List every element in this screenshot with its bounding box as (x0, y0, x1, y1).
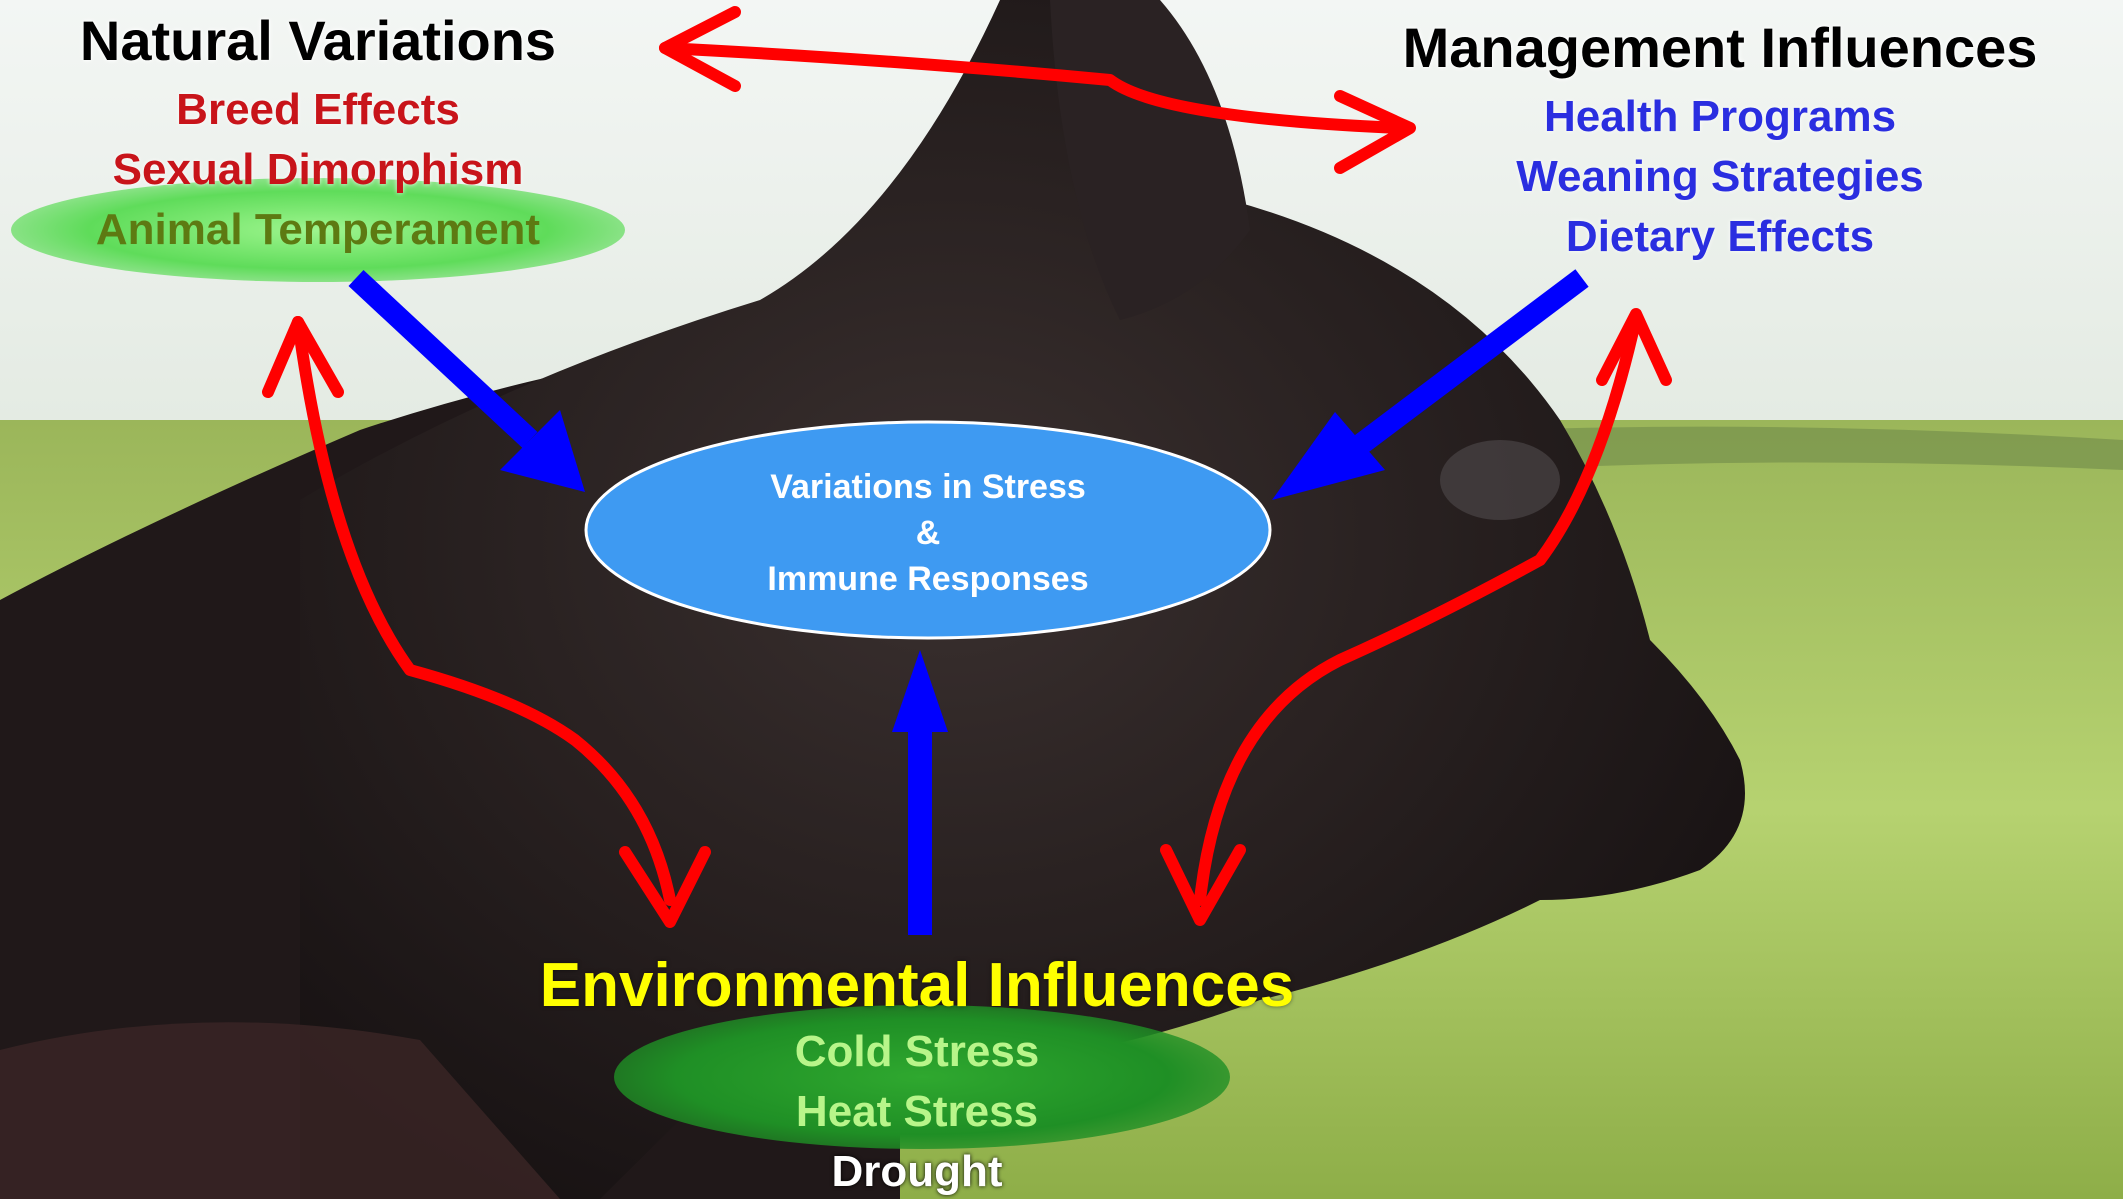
stress-highlight (614, 1005, 1230, 1149)
management-item-dietary: Dietary Effects (1565, 212, 1875, 261)
arrowhead-environmental-down (619, 846, 711, 928)
arrowhead-management-up (1596, 308, 1672, 386)
management-item-weaning: Weaning Strategies (1516, 152, 1924, 201)
arrowhead-natural-up (262, 316, 344, 398)
environmental-item-heat: Heat Stress (795, 1087, 1039, 1136)
center-ellipse (584, 420, 1272, 640)
management-item-health: Health Programs (1543, 92, 1897, 141)
natural-item-temperament: Animal Temperament (95, 205, 541, 254)
arrowhead-management-right (1334, 90, 1416, 174)
natural-variations-title: Natural Variations (79, 9, 557, 72)
environmental-influences-title: Environmental Influences (539, 951, 1295, 1020)
arrowhead-natural-left (659, 6, 741, 92)
arrow-management-to-center (1353, 269, 1589, 454)
natural-item-breed: Breed Effects (176, 85, 460, 134)
center-line-3: Immune Responses (767, 559, 1089, 598)
center-line-1: Variations in Stress (770, 468, 1086, 506)
arrow-natural-environmental (292, 316, 676, 906)
center-line-2: & (915, 513, 941, 552)
natural-item-sexual-dimorphism: Sexual Dimorphism (112, 145, 524, 194)
management-influences-title: Management Influences (1402, 16, 2038, 79)
arrow-natural-management (659, 42, 1406, 134)
red-arrows (262, 6, 1672, 928)
environmental-item-drought: Drought (831, 1147, 1003, 1196)
arrowhead-environmental-down-right (1160, 844, 1246, 926)
arrowhead-management-to-center (1272, 412, 1385, 500)
arrow-natural-to-center (348, 269, 538, 449)
temperament-highlight (11, 178, 625, 282)
arrow-management-environmental (1194, 312, 1642, 906)
arrowhead-environmental-to-center (892, 650, 948, 732)
blue-arrows (348, 269, 1589, 935)
arrowhead-natural-to-center (500, 410, 585, 492)
center-label: Variations in Stress & Immune Responses (767, 465, 1088, 603)
environmental-item-cold: Cold Stress (794, 1027, 1040, 1076)
